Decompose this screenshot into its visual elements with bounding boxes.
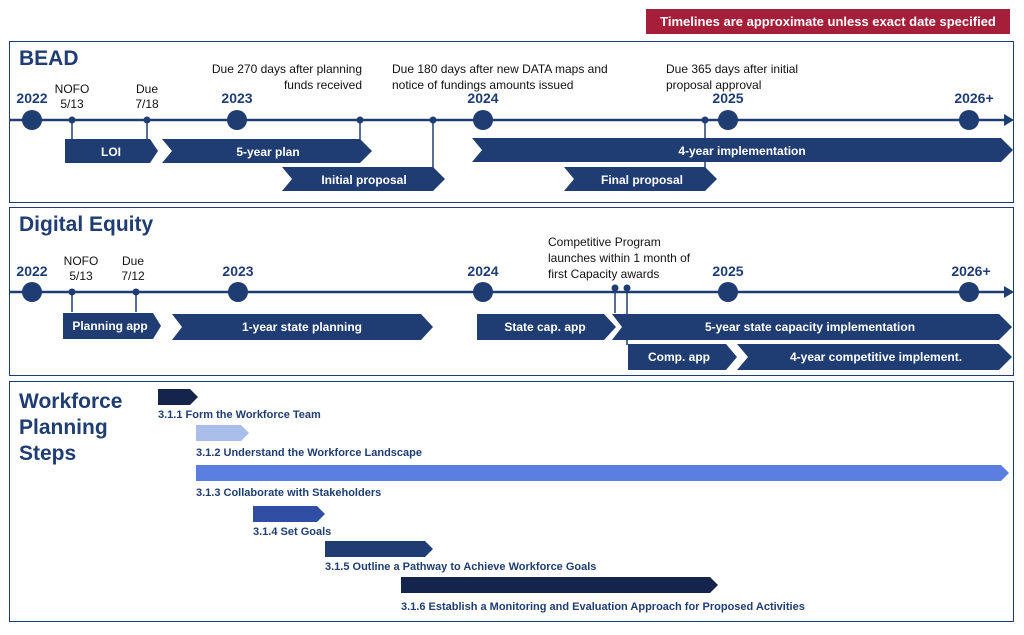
de-due-label: Due — [122, 254, 144, 268]
bead-loi-bar — [65, 139, 158, 163]
timeline-disclaimer-banner: Timelines are approximate unless exact d… — [646, 9, 1010, 34]
de-due-dot — [132, 288, 140, 296]
bead-initial-due-dot — [429, 116, 437, 124]
de-capacity-impl-bar — [612, 314, 1012, 340]
de-nofo-label: NOFO — [64, 254, 99, 268]
de-year-2026-label: 2026+ — [951, 263, 990, 279]
wf-step-1-label: 3.1.1 Form the Workforce Team — [158, 409, 321, 421]
de-state-planning-label: 1-year state planning — [242, 320, 362, 334]
digital-equity-timeline: 2022 2023 2024 2025 2026+ NOFO 5/13 Due … — [9, 235, 1014, 370]
de-planning-app-label: Planning app — [72, 319, 147, 333]
bead-title: BEAD — [19, 47, 79, 70]
workforce-steps: 3.1.1 Form the Workforce Team 3.1.2 Unde… — [158, 389, 1009, 613]
workforce-title-line-2: Planning — [19, 416, 108, 439]
bead-panel — [9, 41, 1014, 203]
de-year-2025-label: 2025 — [712, 263, 743, 279]
de-year-2023-label: 2023 — [222, 263, 253, 279]
bead-timeline: 2022 2023 2024 2025 2026+ NOFO 5/13 Due … — [9, 62, 1014, 191]
de-comp-app-label: Comp. app — [648, 350, 710, 364]
de-nofo-date: 5/13 — [69, 269, 93, 283]
de-year-2022-label: 2022 — [16, 263, 47, 279]
de-year-2024-label: 2024 — [467, 263, 498, 279]
bead-initial-proposal-bar — [282, 167, 445, 191]
bead-nofo-dot — [68, 116, 76, 124]
bead-year-2026-label: 2026+ — [954, 90, 993, 106]
de-comp-impl-label: 4-year competitive implement. — [790, 350, 962, 364]
de-due-date: 7/12 — [121, 269, 145, 283]
bead-year-2024-marker — [473, 110, 493, 130]
wf-step-5-label: 3.1.5 Outline a Pathway to Achieve Workf… — [325, 561, 596, 573]
de-capacity-impl-label: 5-year state capacity implementation — [705, 320, 915, 334]
bead-5yr-plan-bar — [162, 139, 372, 163]
wf-step-6-bar — [401, 577, 718, 593]
bead-initial-note-line-1: Due 180 days after new DATA maps and — [392, 62, 608, 76]
bead-year-2023-label: 2023 — [221, 90, 252, 106]
bead-final-proposal-bar — [564, 167, 717, 191]
bead-due-date: 7/18 — [135, 97, 159, 111]
de-year-2025-marker — [718, 282, 738, 302]
bead-axis-arrowhead — [1004, 114, 1014, 126]
de-state-cap-app-bar — [477, 314, 616, 340]
bead-final-note-line-2: proposal approval — [666, 78, 761, 92]
de-comp-app-bar — [628, 344, 737, 370]
bead-final-note-line-1: Due 365 days after initial — [666, 62, 798, 76]
wf-step-6-label: 3.1.6 Establish a Monitoring and Evaluat… — [401, 601, 805, 613]
wf-step-1-bar — [158, 389, 198, 405]
bead-4yr-implementation-label: 4-year implementation — [678, 144, 805, 158]
bead-year-2025-label: 2025 — [712, 90, 743, 106]
bead-4yr-implementation-bar — [472, 138, 1013, 162]
bead-plan-due-dot — [356, 116, 364, 124]
bead-year-2023-marker — [227, 110, 247, 130]
de-year-2024-marker — [473, 282, 493, 302]
bead-final-due-dot — [701, 116, 709, 124]
de-comp-note-line-1: Competitive Program — [548, 235, 661, 249]
bead-5yr-plan-label: 5-year plan — [236, 145, 299, 159]
wf-step-4-bar — [253, 506, 325, 522]
bead-loi-label: LOI — [101, 145, 121, 159]
bead-nofo-label: NOFO — [55, 82, 90, 96]
workforce-panel — [9, 381, 1014, 622]
workforce-title-line-1: Workforce — [19, 390, 123, 413]
de-comp-launch-dot — [623, 284, 631, 292]
bead-due-label: Due — [136, 82, 158, 96]
de-year-2022-marker — [22, 282, 42, 302]
workforce-title-line-3: Steps — [19, 442, 77, 465]
wf-step-2-bar — [196, 425, 249, 441]
de-state-cap-app-label: State cap. app — [504, 320, 585, 334]
wf-step-5-bar — [325, 541, 433, 557]
wf-step-3-label: 3.1.3 Collaborate with Stakeholders — [196, 487, 381, 499]
de-comp-note-line-3: first Capacity awards — [548, 267, 659, 281]
bead-plan-note-line-2: funds received — [284, 78, 362, 92]
bead-due-dot — [143, 116, 151, 124]
wf-step-2-label: 3.1.2 Understand the Workforce Landscape — [196, 447, 422, 459]
de-planning-app-bar — [63, 313, 161, 339]
bead-year-2025-marker — [718, 110, 738, 130]
bead-year-2022-label: 2022 — [16, 90, 47, 106]
wf-step-3-bar — [196, 465, 1009, 481]
bead-year-2022-marker — [22, 110, 42, 130]
wf-step-4-label: 3.1.4 Set Goals — [253, 526, 331, 538]
de-state-planning-bar — [172, 314, 433, 340]
de-year-2023-marker — [228, 282, 248, 302]
de-comp-note-line-2: launches within 1 month of — [548, 251, 691, 265]
bead-initial-note-line-2: notice of fundings amounts issued — [392, 78, 573, 92]
workforce-title: Workforce Planning Steps — [19, 389, 122, 467]
bead-final-proposal-label: Final proposal — [601, 173, 683, 187]
bead-year-2026-marker — [959, 110, 979, 130]
bead-plan-note-line-1: Due 270 days after planning — [212, 62, 362, 76]
de-year-2026-marker — [959, 282, 979, 302]
de-nofo-dot — [68, 288, 76, 296]
digital-equity-title: Digital Equity — [19, 213, 154, 236]
bead-nofo-date: 5/13 — [60, 97, 84, 111]
de-comp-impl-bar — [737, 344, 1012, 370]
bead-initial-proposal-label: Initial proposal — [321, 173, 406, 187]
de-axis-arrowhead — [1004, 286, 1014, 298]
bead-year-2024-label: 2024 — [467, 90, 498, 106]
de-capacity-award-dot — [611, 284, 619, 292]
